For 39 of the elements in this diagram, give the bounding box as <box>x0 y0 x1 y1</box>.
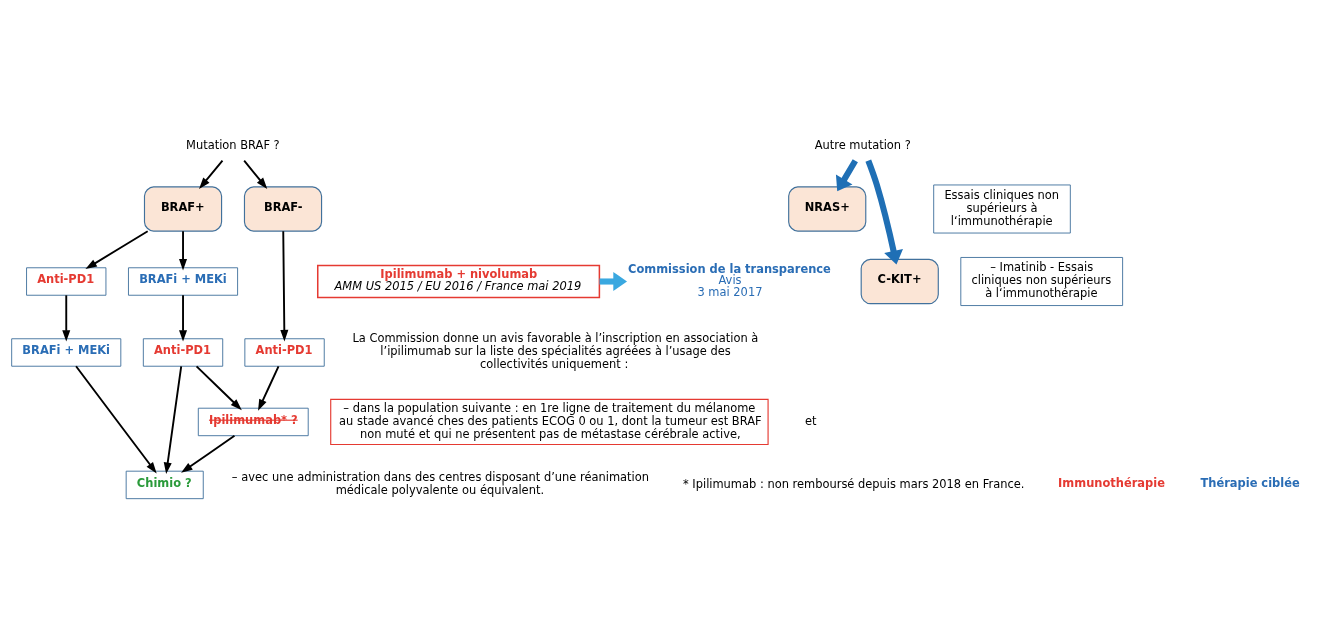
node-text: Commission de la transparence Avis 3 mai 2017 <box>628 261 831 299</box>
label: * Ipilimumab : non remboursé depuis mars 2018 en France. <box>682 476 1025 491</box>
node-box: Anti-PD1 <box>26 266 107 296</box>
node-box: Ipilimumab + nivolumab AMM US 2015 / EU 2016 / France mai 2019 <box>317 264 601 298</box>
node-box: BRAF- <box>243 185 323 232</box>
node-box: Anti-PD1 <box>244 337 325 367</box>
label: – avec une administration dans des centres disposant d’une réanimation médicale polyvalente ou équivalent. <box>231 469 650 497</box>
node-box: BRAF+ <box>143 185 223 232</box>
arrow <box>280 229 289 341</box>
node-box: – Imatinib - Essais cliniques non supérieurs à l‘immunothérapie <box>960 256 1124 306</box>
arrow <box>199 159 224 189</box>
node-box: Chimio ? <box>125 470 204 499</box>
arrow <box>181 434 236 473</box>
label: La Commission donne un avis favorable à l’inscription en association à l’ipilimumab sur la liste des spécialités agréées à l’usage des collectivités uniquement : <box>352 330 759 371</box>
node-box: NRAS+ <box>788 185 867 232</box>
arrow <box>599 271 628 291</box>
node-box: C-KIT+ <box>860 258 939 304</box>
node-box: Essais cliniques non supérieurs à l‘immunothérapie <box>933 184 1071 233</box>
arrow <box>179 229 188 270</box>
arrow <box>62 293 71 342</box>
arrow <box>243 159 268 189</box>
node-text: Mutation BRAF ? <box>186 137 280 152</box>
node-box: Ipilimumab* ? <box>197 407 309 436</box>
node-box: Anti-PD1 <box>142 337 224 367</box>
arrow <box>835 158 858 191</box>
arrow <box>865 159 903 264</box>
arrow <box>195 364 242 410</box>
legend-label: Thérapie ciblée <box>1200 475 1300 490</box>
arrow <box>75 364 157 473</box>
label: et <box>805 413 817 428</box>
node-text: Autre mutation ? <box>814 137 911 152</box>
arrow <box>258 364 280 411</box>
arrow <box>179 293 188 342</box>
node-box: BRAFi + MEKi <box>128 266 239 296</box>
node-box: BRAFi + MEKi <box>11 337 122 367</box>
legend-label: Immunothérapie <box>1058 475 1165 490</box>
arrow <box>163 364 183 474</box>
node-box: – dans la population suivante : en 1re ligne de traitement du mélanome au stade avancé ches des patients ECOG 0 ou 1, dont la tumeur est BRAF non muté et qui ne présentent pas de métastase cérébrale active, <box>330 398 769 445</box>
arrow <box>85 229 149 269</box>
